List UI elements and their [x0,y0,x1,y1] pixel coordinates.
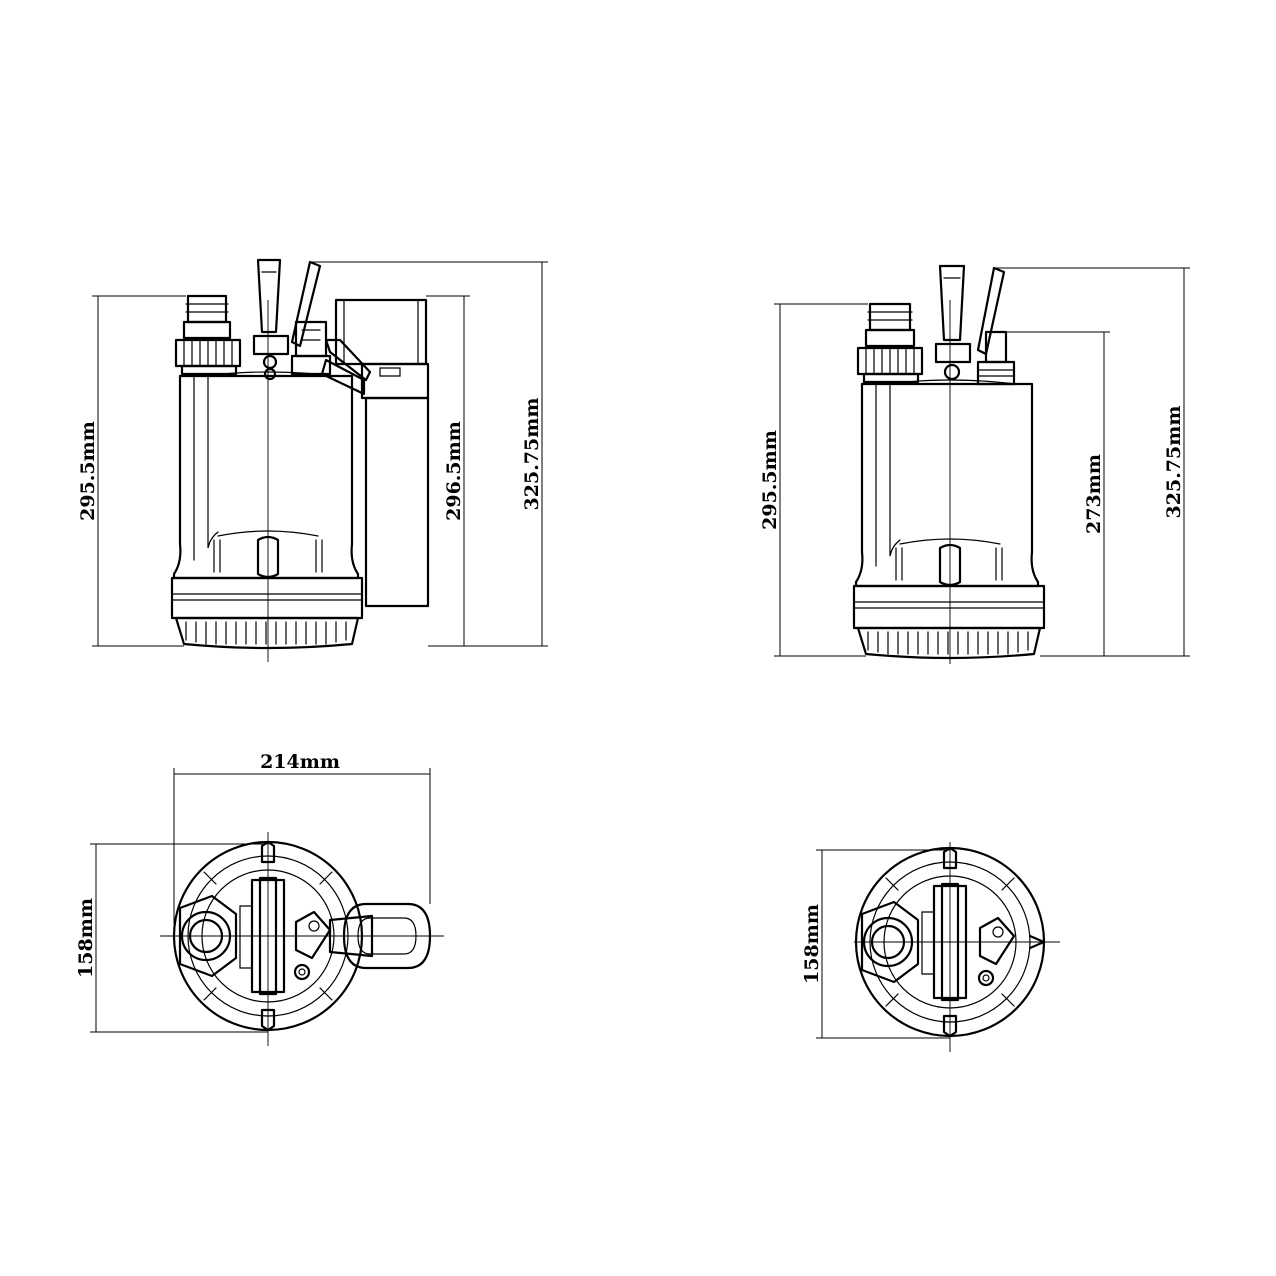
top-view-without-float: 158mm [801,842,1060,1052]
dim-view1-height-outlet: 295.5mm [77,421,99,521]
dim-view2-height-outlet: 295.5mm [759,430,781,530]
dim-view3-depth: 158mm [75,898,97,978]
front-view-with-float: 295.5mm 296.5mm 325.75mm [77,258,548,662]
dim-view1-height-float: 296.5mm [443,421,465,521]
dim-view2-height-total: 325.75mm [1163,406,1185,519]
dim-view3-width: 214mm [260,751,340,773]
dim-view1-height-total: 325.75mm [521,398,543,511]
top-view-with-float: 214mm 158mm [75,751,444,1046]
dim-view4-depth: 158mm [801,904,823,984]
dim-view2-height-switch: 273mm [1083,454,1105,534]
front-view-without-float: 295.5mm 273mm 325.75mm [759,264,1190,664]
